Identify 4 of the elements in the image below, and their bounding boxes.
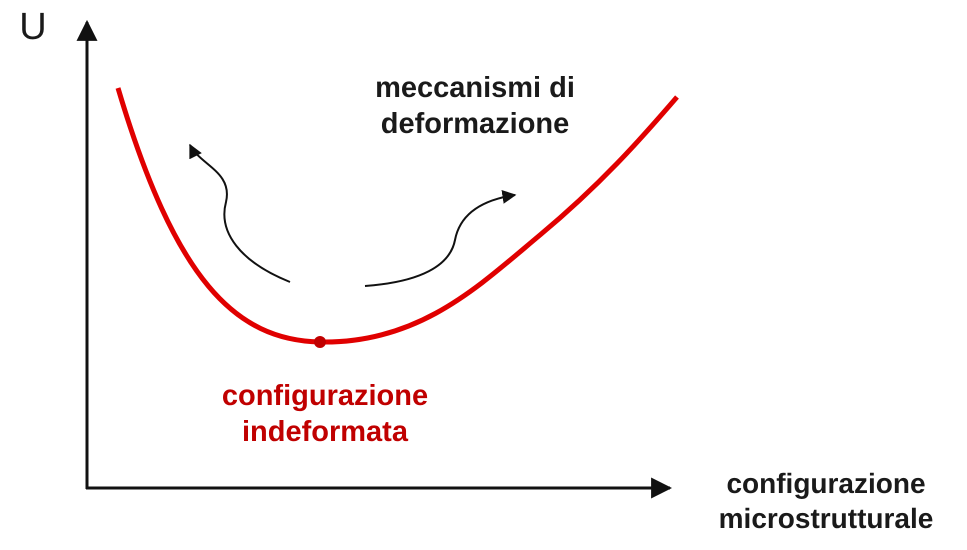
annotation-text: configurazione indeformata <box>220 379 430 450</box>
annotation-text: meccanismi di deformazione <box>374 71 576 142</box>
axis-label: U <box>18 5 48 50</box>
axis-label: configurazione microstrutturale <box>718 467 934 536</box>
